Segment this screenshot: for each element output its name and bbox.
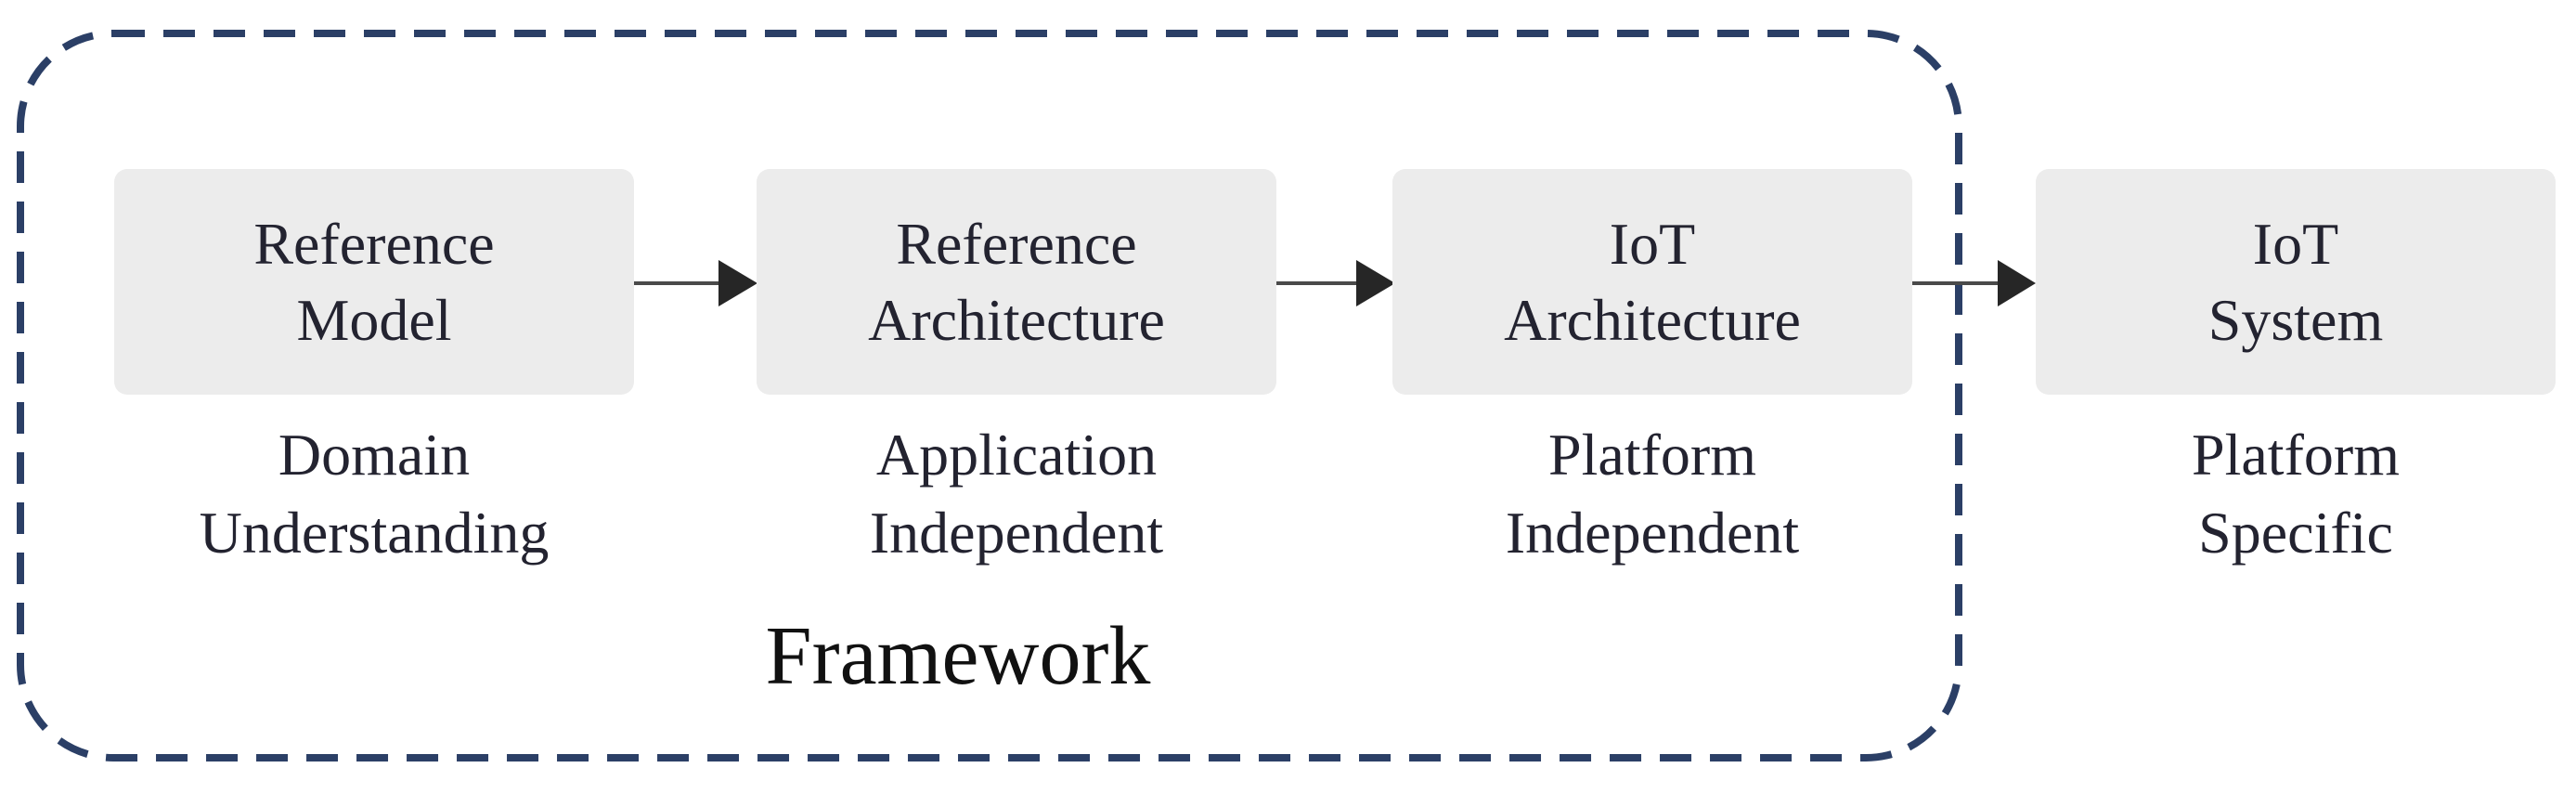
stage-caption-line: Understanding — [199, 500, 550, 566]
stage-box-reference-architecture: Reference Architecture — [757, 169, 1276, 395]
stage-caption-line: Specific — [2198, 500, 2393, 566]
arrow-right-icon — [634, 260, 757, 306]
stage-box-title-line: IoT — [1609, 210, 1696, 277]
stage-caption-line: Independent — [1505, 500, 1800, 566]
stage-caption-line: Domain — [278, 422, 471, 488]
stage-box-title-line: System — [2207, 286, 2384, 353]
stage-caption-line: Independent — [869, 500, 1164, 566]
arrow-right-icon — [1276, 260, 1395, 306]
framework-dashed-border — [17, 30, 1962, 761]
stage-box-reference-model: Reference Model — [114, 169, 634, 395]
stage-box-title-line: Architecture — [868, 286, 1165, 353]
stage-caption-platform-specific: Platform Specific — [2036, 416, 2556, 572]
stage-box-title-line: Architecture — [1504, 286, 1801, 353]
stage-box-iot-architecture: IoT Architecture — [1392, 169, 1912, 395]
stage-box-title-line: IoT — [2252, 210, 2339, 277]
stage-box-iot-system: IoT System — [2036, 169, 2556, 395]
stage-box-title-line: Reference — [253, 210, 495, 277]
stage-caption-application-independent: Application Independent — [757, 416, 1276, 572]
framework-label: Framework — [765, 610, 1151, 702]
arrow-head — [718, 260, 757, 306]
arrow-head — [1998, 260, 2036, 306]
arrow-head — [1356, 260, 1395, 306]
stage-caption-line: Application — [875, 422, 1158, 488]
stage-caption-domain-understanding: Domain Understanding — [114, 416, 634, 572]
stage-box-title-line: Reference — [896, 210, 1137, 277]
arrow-right-icon — [1912, 260, 2036, 306]
stage-caption-platform-independent: Platform Independent — [1392, 416, 1912, 572]
stage-box-title-line: Model — [296, 286, 452, 353]
stage-caption-line: Platform — [1548, 422, 1756, 488]
stage-caption-line: Platform — [2192, 422, 2400, 488]
